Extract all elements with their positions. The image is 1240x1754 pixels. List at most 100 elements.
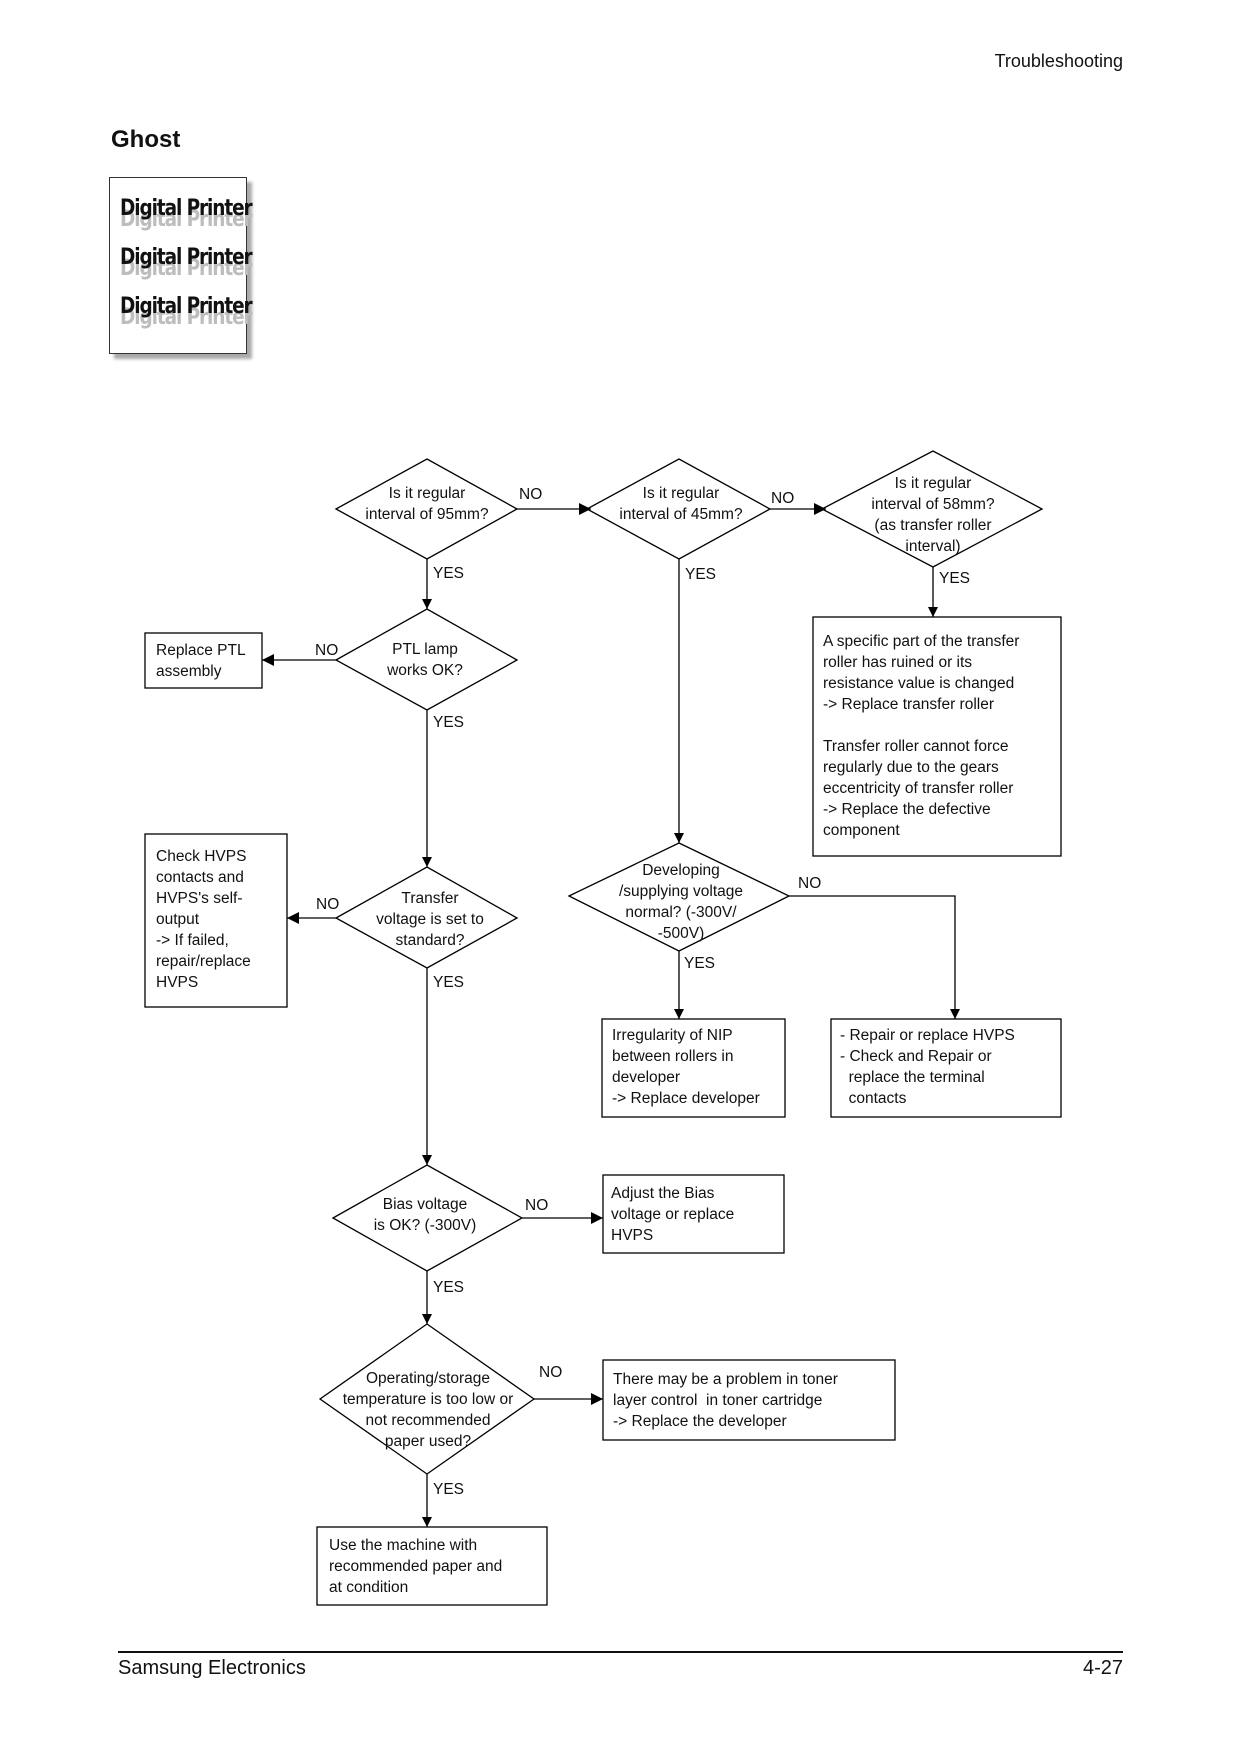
- text-line: normal? (-300V/: [625, 904, 737, 921]
- text-line: -> Replace the defective: [823, 801, 991, 818]
- yes-label: YES: [433, 1481, 464, 1498]
- yes-label: YES: [684, 955, 715, 972]
- footer-page-number: 4-27: [1082, 1657, 1123, 1679]
- text-line: Developing: [642, 862, 720, 879]
- result-repair-hvps-text: - Repair or replace HVPS - Check and Repa…: [840, 1027, 1015, 1107]
- sample-line: Digital Printer Digital Printer: [120, 294, 253, 334]
- text-line: -> Replace the developer: [613, 1413, 787, 1430]
- decision-bias-voltage-text: Bias voltage is OK? (-300V): [374, 1196, 477, 1234]
- ghost-sample-image: Digital Printer Digital Printer Digital …: [109, 177, 253, 354]
- text-line: temperature is too low or: [343, 1391, 514, 1408]
- text-line: Transfer roller cannot force: [823, 738, 1009, 755]
- text-line: component: [823, 822, 900, 839]
- yes-label: YES: [939, 570, 970, 587]
- no-label: NO: [539, 1364, 562, 1381]
- text-line: voltage is set to: [376, 911, 484, 928]
- text-line: -> Replace developer: [612, 1090, 760, 1107]
- yes-label: YES: [433, 714, 464, 731]
- result-transfer-roller-text: A specific part of the transfer roller ha…: [823, 633, 1019, 839]
- result-use-recommended: [316, 1526, 548, 1606]
- text-line: resistance value is changed: [823, 675, 1014, 692]
- no-label: NO: [519, 486, 542, 503]
- decision-temperature-paper-text: Operating/storage temperature is too low …: [343, 1370, 514, 1450]
- text-line: interval of 45mm?: [619, 506, 743, 523]
- decision-95mm-text: Is it regular interval of 95mm?: [365, 485, 489, 523]
- text-line: Use the machine with: [329, 1537, 477, 1554]
- text-line: contacts: [840, 1090, 907, 1107]
- text-line: - Repair or replace HVPS: [840, 1027, 1015, 1044]
- sample-text: Digital Printer: [120, 245, 253, 270]
- text-line: -> Replace transfer roller: [823, 696, 994, 713]
- yes-label: YES: [433, 974, 464, 991]
- text-line: not recommended: [366, 1412, 491, 1429]
- text-line: Bias voltage: [383, 1196, 467, 1213]
- text-line: Adjust the Bias: [611, 1185, 715, 1202]
- text-line: replace the terminal: [840, 1069, 985, 1086]
- yes-label: YES: [433, 565, 464, 582]
- text-line: Is it regular: [389, 485, 466, 502]
- text-line: Is it regular: [895, 475, 972, 492]
- text-line: There may be a problem in toner: [613, 1371, 838, 1388]
- text-line: regularly due to the gears: [823, 759, 999, 776]
- decision-58mm: [820, 450, 1044, 568]
- text-line: HVPS: [611, 1227, 653, 1244]
- text-line: interval of 58mm?: [871, 496, 995, 513]
- sample-text: Digital Printer: [120, 294, 253, 319]
- result-use-recommended-text: Use the machine with recommended paper an…: [329, 1537, 502, 1596]
- text-line: - Check and Repair or: [840, 1048, 992, 1065]
- text-line: works OK?: [386, 662, 463, 679]
- text-line: at condition: [329, 1579, 408, 1596]
- text-line: assembly: [156, 663, 222, 680]
- troubleshooting-flowchart: NO NO YES YES YES NO YES NO NO YES YES N…: [144, 450, 1062, 1606]
- result-toner-layer-text: There may be a problem in toner layer con…: [613, 1371, 838, 1430]
- yes-label: YES: [433, 1279, 464, 1296]
- text-line: voltage or replace: [611, 1206, 734, 1223]
- decision-ptl-lamp: [334, 608, 519, 711]
- section-header: Troubleshooting: [994, 51, 1123, 71]
- text-line: A specific part of the transfer: [823, 633, 1019, 650]
- text-line: layer control in toner cartridge: [613, 1392, 822, 1409]
- no-label: NO: [316, 896, 339, 913]
- decision-transfer-voltage: [334, 866, 519, 969]
- footer-company: Samsung Electronics: [118, 1657, 306, 1679]
- text-line: interval of 95mm?: [365, 506, 489, 523]
- text-line: (as transfer roller: [874, 517, 991, 534]
- text-line: is OK? (-300V): [374, 1217, 477, 1234]
- sample-ghost-text: Digital Printer: [120, 207, 253, 232]
- connector: [789, 895, 960, 1019]
- decision-58mm-text: Is it regular interval of 58mm? (as transf…: [871, 475, 995, 555]
- text-line: Irregularity of NIP: [612, 1027, 733, 1044]
- decision-45mm-text: Is it regular interval of 45mm?: [619, 485, 743, 523]
- sample-ghost-text: Digital Printer: [120, 305, 253, 330]
- text-line: contacts and: [156, 869, 244, 886]
- result-adjust-bias: [602, 1174, 785, 1254]
- no-label: NO: [525, 1197, 548, 1214]
- text-line: Check HVPS: [156, 848, 246, 865]
- no-label: NO: [771, 490, 794, 507]
- text-line: recommended paper and: [329, 1558, 502, 1575]
- sample-line: Digital Printer Digital Printer: [120, 245, 253, 285]
- footer-rule: [118, 1651, 1123, 1653]
- sample-ghost-text: Digital Printer: [120, 256, 253, 281]
- text-line: Is it regular: [643, 485, 720, 502]
- sample-line: Digital Printer Digital Printer: [120, 196, 253, 236]
- text-line: Transfer: [401, 890, 458, 907]
- text-line: repair/replace: [156, 953, 251, 970]
- sample-text: Digital Printer: [120, 196, 253, 221]
- text-line: between rollers in: [612, 1048, 733, 1065]
- text-line: eccentricity of transfer roller: [823, 780, 1013, 797]
- text-line: HVPS: [156, 974, 198, 991]
- result-transfer-roller: [812, 616, 1062, 857]
- text-line: Operating/storage: [366, 1370, 490, 1387]
- text-line: interval): [905, 538, 960, 555]
- result-nip-irregularity: [601, 1018, 786, 1118]
- text-line: developer: [612, 1069, 680, 1086]
- text-line: paper used?: [385, 1433, 472, 1450]
- result-toner-layer: [602, 1359, 896, 1441]
- text-line: roller has ruined or its: [823, 654, 972, 671]
